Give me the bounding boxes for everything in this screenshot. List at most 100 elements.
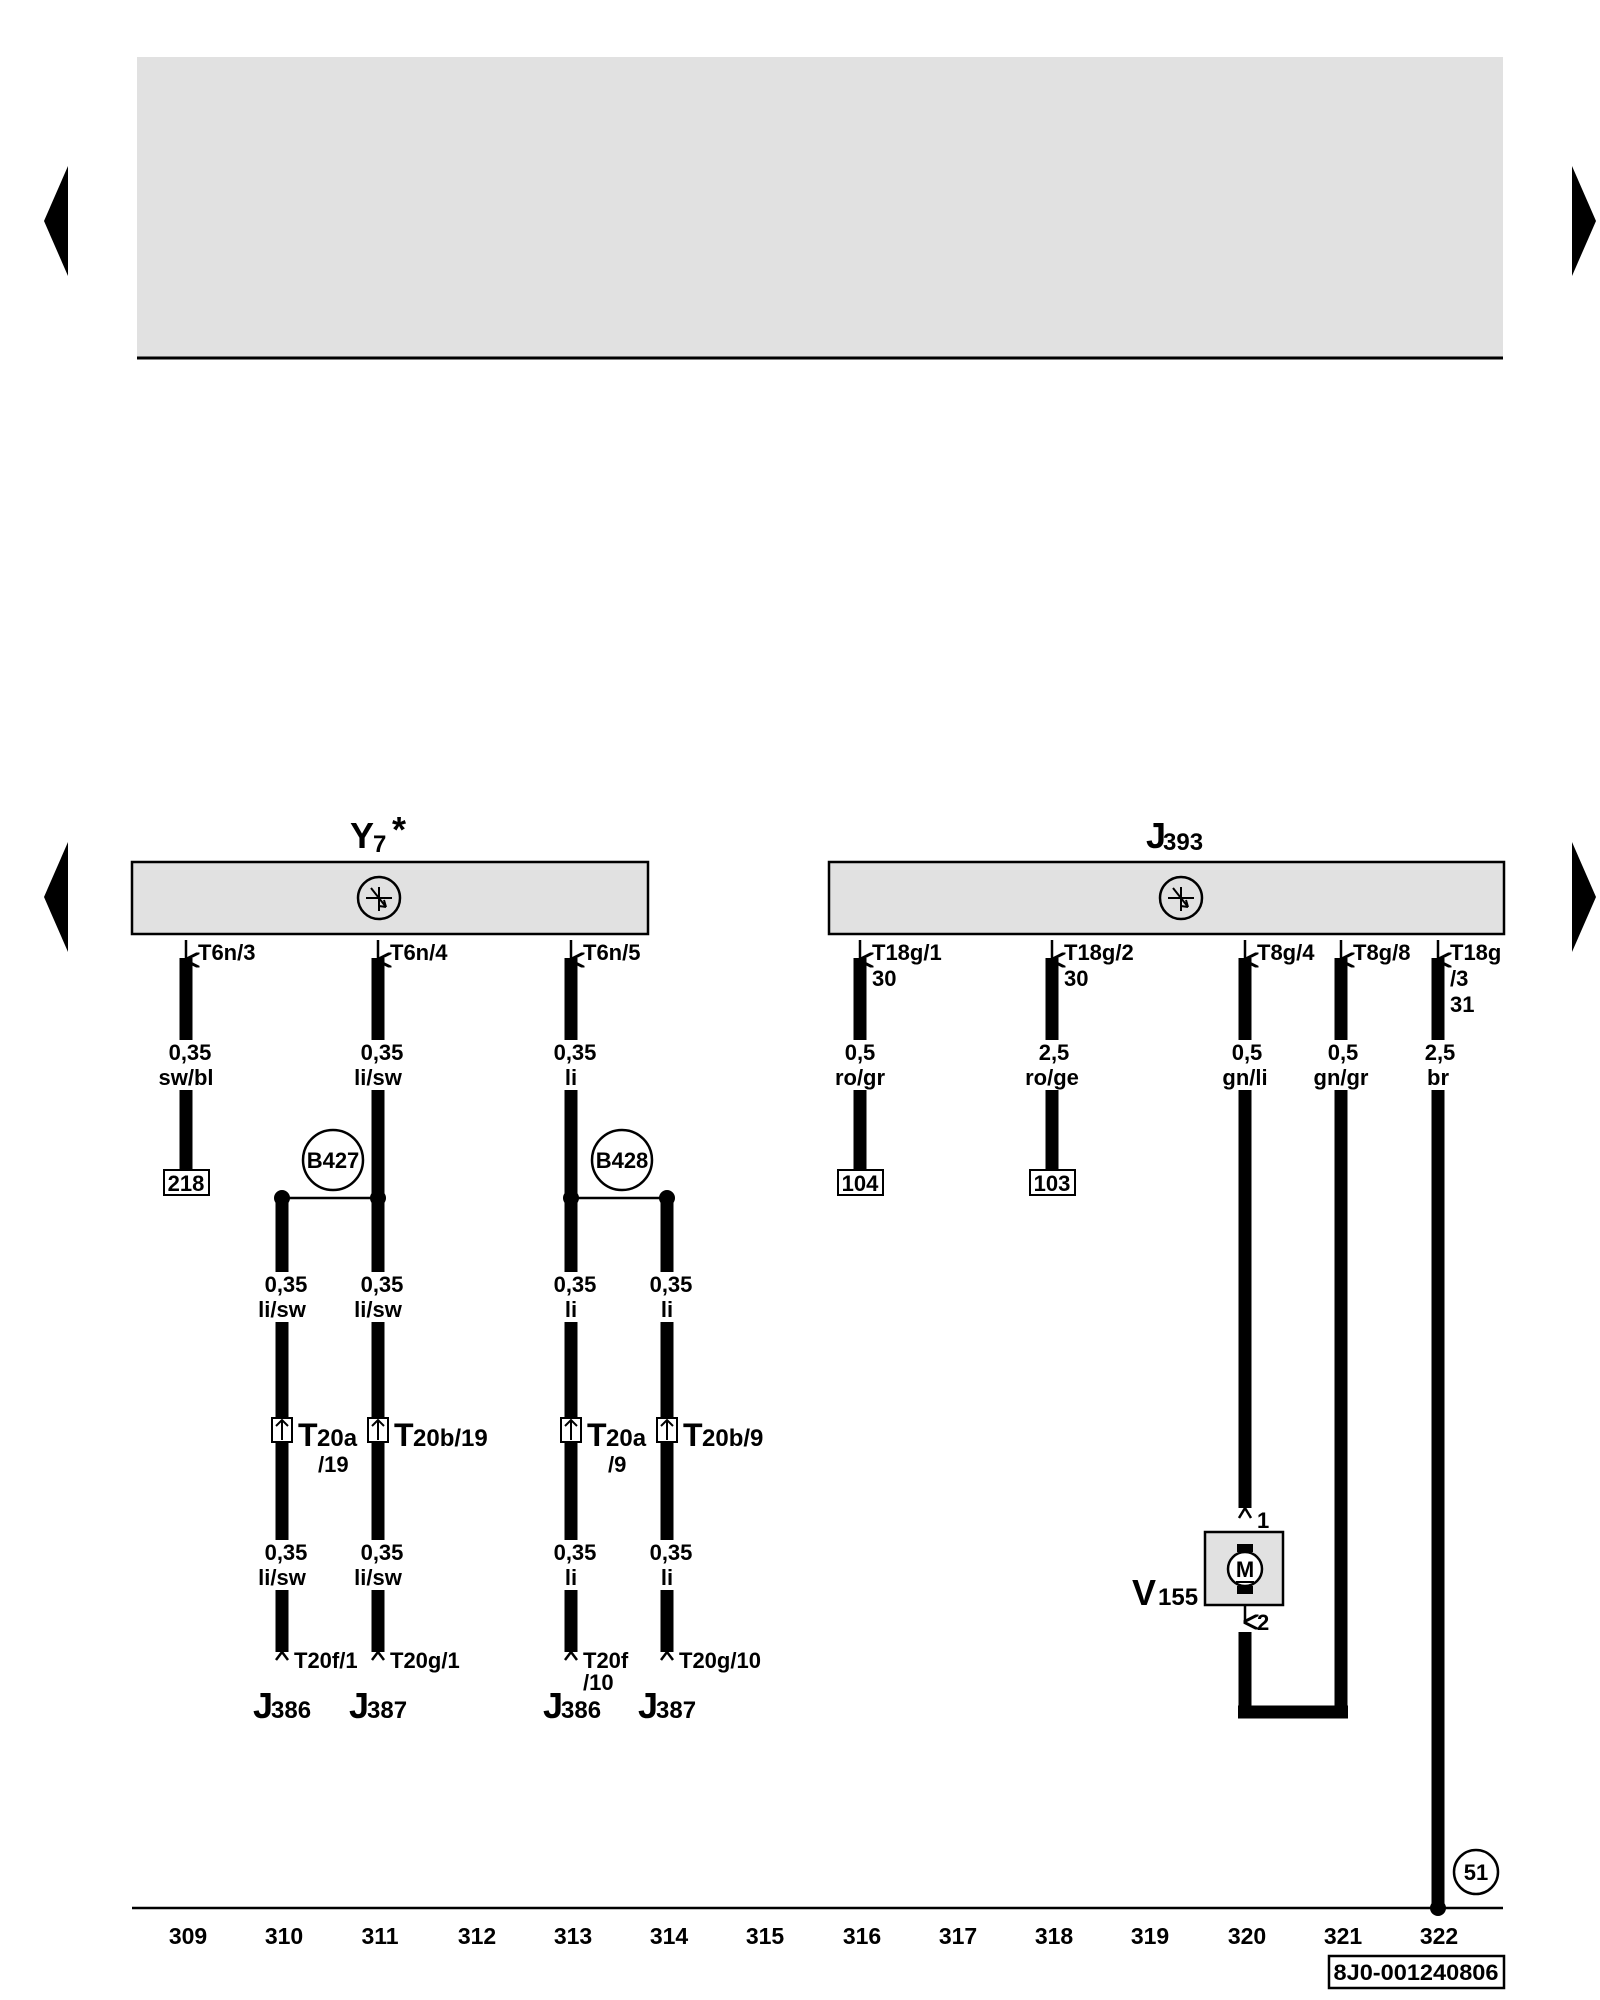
w313b-color: li	[565, 1297, 577, 1322]
pin-t18g-3a: T18g	[1450, 940, 1501, 965]
w310b-size: 0,35	[265, 1272, 308, 1297]
next-page-arrow-bottom[interactable]	[1572, 842, 1596, 952]
module-j386-b: J 386	[543, 1685, 601, 1726]
ref-104: 104	[837, 1169, 884, 1196]
connector-symbols	[271, 1417, 678, 1443]
grid-318: 318	[1035, 1923, 1074, 1949]
pin-t6n-5: T6n/5	[583, 940, 640, 965]
pin-t20f-1: T20f/1	[294, 1648, 358, 1673]
j387-b-letter: J	[638, 1685, 658, 1726]
j386-a-index: 386	[271, 1697, 311, 1724]
t20b-9-main: T	[683, 1417, 703, 1453]
w309-size: 0,35	[169, 1040, 212, 1065]
j393-index: 393	[1163, 829, 1203, 856]
j386-b-letter: J	[543, 1685, 563, 1726]
t20a-19-main: T	[298, 1417, 318, 1453]
pin-t18g-3b: /3	[1450, 966, 1468, 991]
ref-104-label: 104	[842, 1171, 879, 1196]
w311-size: 0,35	[361, 1040, 404, 1065]
w313-size: 0,35	[554, 1040, 597, 1065]
grid-309: 309	[169, 1923, 207, 1949]
w309-color: sw/bl	[158, 1065, 213, 1090]
motor-pin-1: 1	[1257, 1508, 1269, 1533]
grid-numbers: 309 310 311 312 313 314 315 316 317 318 …	[169, 1923, 1458, 1949]
grid-310: 310	[265, 1923, 303, 1949]
splice-dots	[274, 1190, 1446, 1916]
bottom-pin-arrows	[275, 1649, 674, 1661]
w310c-size: 0,35	[265, 1540, 308, 1565]
pin-t20g-10: T20g/10	[679, 1648, 761, 1673]
y7-letter: Y	[350, 815, 374, 856]
w310c-color: li/sw	[258, 1565, 307, 1590]
ref-218: 218	[163, 1169, 210, 1196]
ref-103: 103	[1029, 1169, 1076, 1196]
pin-t20f-10b: /10	[583, 1670, 614, 1695]
w314c-color: li	[661, 1565, 673, 1590]
w311-color: li/sw	[354, 1065, 403, 1090]
grid-315: 315	[746, 1923, 785, 1949]
pin-t18g-1: T18g/1	[872, 940, 942, 965]
t20a-19-pin: /19	[318, 1452, 349, 1477]
pin-t18g-2: T18g/2	[1064, 940, 1134, 965]
next-page-arrow-top[interactable]	[1572, 166, 1596, 276]
pin-arrows	[186, 940, 1438, 960]
pin-t18g-2-term: 30	[1064, 966, 1088, 991]
w320-color: gn/li	[1222, 1065, 1267, 1090]
t20a-19-sub: 20a	[317, 1425, 358, 1452]
doc-number: 8J0-001240806	[1334, 1960, 1499, 1985]
header-area	[137, 57, 1503, 357]
t20a-9-sub: 20a	[606, 1425, 647, 1452]
w313c-color: li	[565, 1565, 577, 1590]
module-j386-a: J 386	[253, 1685, 311, 1726]
motor-v155: M 1 2 V 155	[1132, 1505, 1285, 1635]
prev-page-arrow-bottom[interactable]	[44, 842, 68, 952]
grid-322: 322	[1420, 1923, 1458, 1949]
pin-t18g-1-term: 30	[872, 966, 896, 991]
module-j387-b: J 387	[638, 1685, 696, 1726]
v155-index: 155	[1158, 1584, 1198, 1611]
j387-a-letter: J	[349, 1685, 369, 1726]
w313b-size: 0,35	[554, 1272, 597, 1297]
motor-symbol: M	[1236, 1557, 1254, 1582]
ground-point-label: 51	[1464, 1860, 1488, 1885]
w311c-color: li/sw	[354, 1565, 403, 1590]
t20a-9-pin: /9	[608, 1452, 626, 1477]
pin-t18g-3-term: 31	[1450, 992, 1474, 1017]
ref-218-label: 218	[168, 1171, 205, 1196]
wire-labels: 0,35 sw/bl 0,35 li/sw 0,35 li 0,5 ro/gr …	[158, 1040, 1455, 1590]
grid-311: 311	[361, 1923, 398, 1949]
w314c-size: 0,35	[650, 1540, 693, 1565]
grid-316: 316	[843, 1923, 881, 1949]
w314b-size: 0,35	[650, 1272, 693, 1297]
grid-317: 317	[939, 1923, 977, 1949]
j387-b-index: 387	[656, 1697, 696, 1724]
w311b-size: 0,35	[361, 1272, 404, 1297]
j393-letter: J	[1146, 815, 1166, 856]
pin-t8g-4: T8g/4	[1257, 940, 1315, 965]
module-j387-a: J 387	[349, 1685, 407, 1726]
splice-b427-label: B427	[307, 1148, 360, 1173]
component-y7: Y 7 *	[130, 809, 650, 936]
prev-page-arrow-top[interactable]	[44, 166, 68, 276]
t20a-9-main: T	[587, 1417, 607, 1453]
w311c-size: 0,35	[361, 1540, 404, 1565]
splice-b427: B427	[301, 1128, 365, 1192]
ground-point-51: 51	[1452, 1848, 1500, 1896]
w318-color: ro/ge	[1025, 1065, 1079, 1090]
w318-size: 2,5	[1039, 1040, 1070, 1065]
doc-number-box: 8J0-001240806	[1327, 1954, 1506, 1990]
motor-pin-2: 2	[1257, 1610, 1269, 1635]
grid-320: 320	[1228, 1923, 1266, 1949]
w321-color: gn/gr	[1314, 1065, 1369, 1090]
w322-color: br	[1427, 1065, 1449, 1090]
pin-t20f-10a: T20f	[583, 1648, 629, 1673]
w316-color: ro/gr	[835, 1065, 886, 1090]
w321-size: 0,5	[1328, 1040, 1359, 1065]
pin-t6n-3: T6n/3	[198, 940, 255, 965]
grid-321: 321	[1324, 1923, 1363, 1949]
grid-319: 319	[1131, 1923, 1169, 1949]
w316-size: 0,5	[845, 1040, 876, 1065]
t20b-9-sub: 20b/9	[702, 1425, 763, 1452]
w310b-color: li/sw	[258, 1297, 307, 1322]
